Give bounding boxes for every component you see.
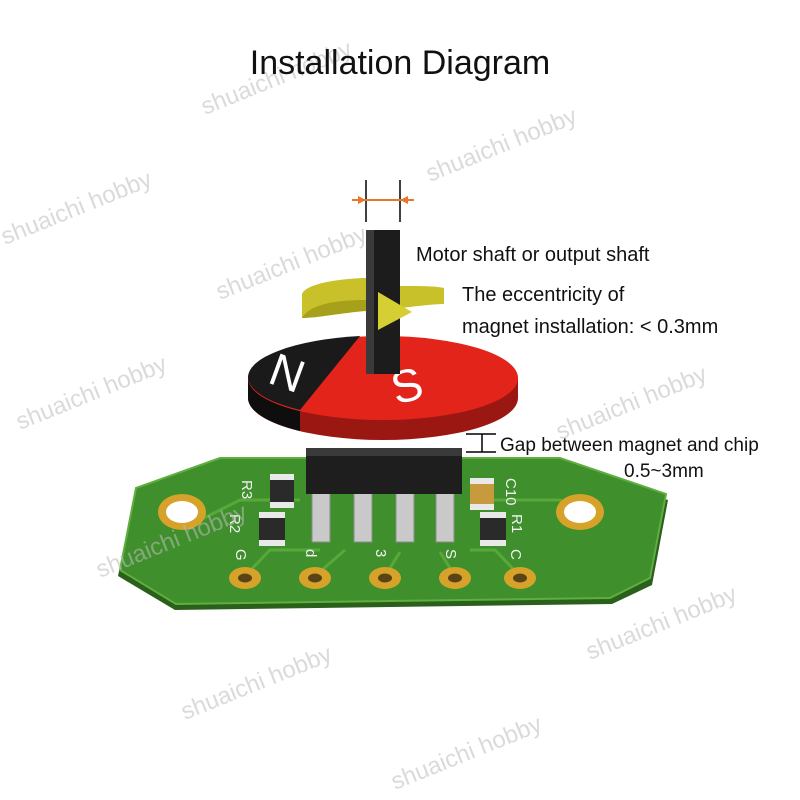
watermark-text: shuaichi hobby [0,166,156,251]
resistor-r2 [259,512,285,546]
silk-r3: R3 [238,480,255,499]
gap-dimension [466,433,496,453]
pin-label-c: C [507,549,524,560]
watermark-text: shuaichi hobby [177,641,336,726]
diagram-title: Installation Diagram [249,44,551,82]
watermark-text: shuaichi hobby [12,351,171,436]
pin-label-s: S [442,549,459,559]
watermark-text: shuaichi hobby [387,711,546,796]
capacitor-c10 [470,478,494,510]
silk-c10: C10 [502,478,519,506]
pin-label-d: d [302,549,319,557]
eccentricity-label-line1: The eccentricity of [462,284,625,306]
resistor-r3 [270,474,294,508]
rotation-arrow [302,278,444,330]
gap-label-line1: Gap between magnet and chip [500,435,759,456]
silk-r2: R2 [226,514,243,533]
shaft-label: Motor shaft or output shaft [416,244,650,266]
silk-r1: R1 [508,514,525,533]
gap-label-line2: 0.5~3mm [624,461,704,482]
watermark-text: shuaichi hobby [422,103,581,188]
pin-pads [229,567,536,589]
eccentricity-dimension [352,180,414,222]
pin-labels: G d 3 S C [232,549,524,561]
smd-components: R3 R2 C10 R1 [226,474,525,546]
pin-label-g: G [232,549,249,561]
watermark-text: shuaichi hobby [552,361,711,446]
eccentricity-label-line2: magnet installation: < 0.3mm [462,316,719,338]
pin-label-3: 3 [372,549,389,557]
ic-chip [306,448,462,543]
resistor-r1 [480,512,506,546]
